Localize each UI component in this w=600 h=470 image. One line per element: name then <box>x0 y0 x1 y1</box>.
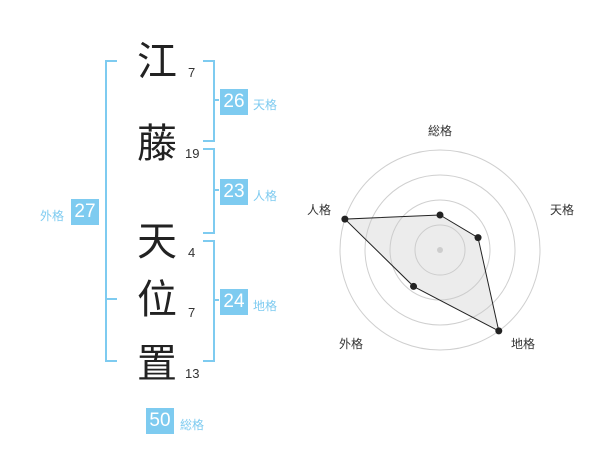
gaikaku-bracket <box>105 60 117 362</box>
char-2: 藤 <box>137 121 177 167</box>
soukaku-badge: 50 <box>146 408 174 434</box>
chikaku-bracket <box>203 240 215 362</box>
stroke-count-5: 13 <box>185 366 200 381</box>
radar-polygon <box>343 214 500 332</box>
char-4: 位 <box>137 277 177 323</box>
tenkaku-label: 天格 <box>253 98 278 112</box>
radar-label-jinkaku: 人格 <box>306 203 331 217</box>
jinkaku-badge: 23 <box>220 179 248 205</box>
char-1: 江 <box>137 39 177 85</box>
jinkaku-bracket <box>203 148 215 234</box>
tenkaku-badge: 26 <box>220 89 248 115</box>
radar-label-chikaku: 地格 <box>510 337 535 351</box>
gaikaku-label: 外格 <box>40 209 65 223</box>
stroke-count-3: 4 <box>188 245 196 260</box>
radar-ring-4 <box>339 149 541 351</box>
radar-point-3 <box>410 282 418 290</box>
stroke-count-2: 19 <box>185 146 200 161</box>
tenkaku-bracket <box>203 60 215 142</box>
char-3: 天 <box>137 219 177 265</box>
radar-point-1 <box>474 234 482 242</box>
gaikaku-tick-upper <box>107 298 117 300</box>
radar-point-0 <box>436 211 444 219</box>
stroke-count-1: 7 <box>188 65 196 80</box>
gaikaku-badge: 27 <box>71 199 99 225</box>
char-5: 置 <box>137 341 177 387</box>
radar-label-soukaku: 総格 <box>427 124 452 138</box>
radar-label-gaikaku: 外格 <box>338 337 363 351</box>
chikaku-tick <box>213 299 219 301</box>
jinkaku-tick <box>213 189 219 191</box>
chikaku-label: 地格 <box>253 299 278 313</box>
radar-label-tenkaku: 天格 <box>549 203 574 217</box>
radar-center <box>437 247 443 253</box>
radar-point-2 <box>495 327 503 335</box>
stroke-count-4: 7 <box>188 305 196 320</box>
radar-point-4 <box>341 215 349 223</box>
chikaku-badge: 24 <box>220 289 248 315</box>
tenkaku-tick <box>213 99 219 101</box>
radar-ring-1 <box>414 224 466 276</box>
soukaku-label: 総格 <box>180 418 205 432</box>
radar-ring-3 <box>364 174 516 326</box>
jinkaku-label: 人格 <box>253 189 278 203</box>
